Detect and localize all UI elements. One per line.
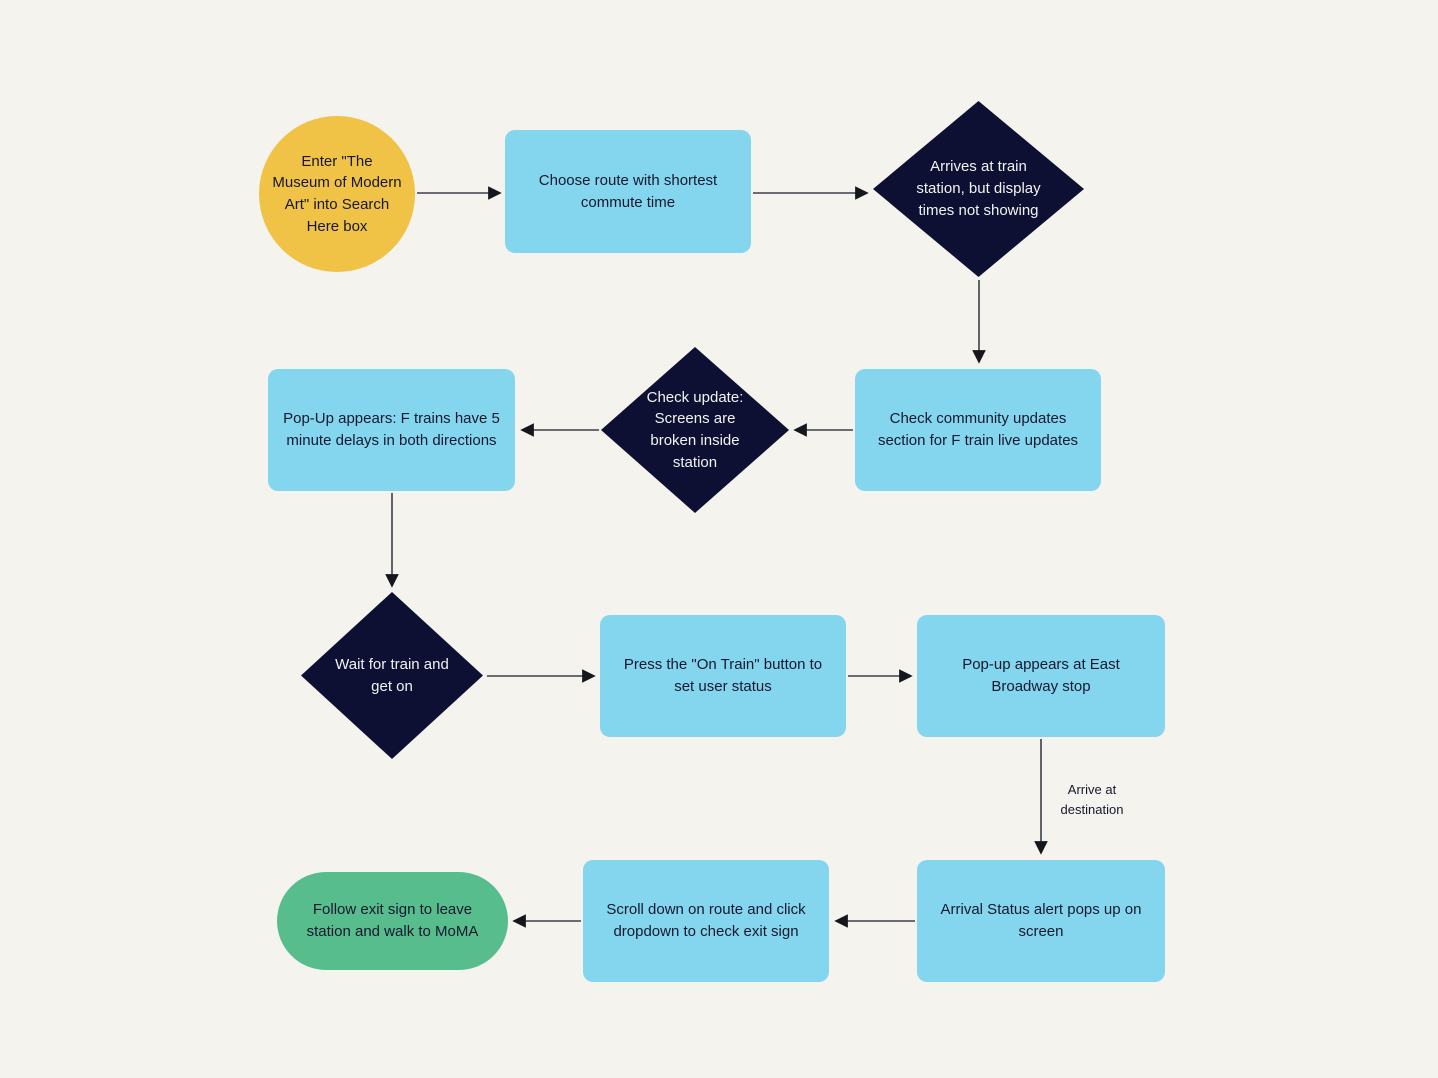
- node-label: Scroll down on route and click dropdown …: [606, 901, 806, 940]
- node-label: Choose route with shortest commute time: [538, 171, 718, 211]
- decision-node-wait-train: Wait for train and get on: [301, 592, 483, 759]
- node-label: Follow exit sign to leave station and wa…: [306, 901, 479, 940]
- process-node-check-community: Check community updates section for F tr…: [855, 369, 1101, 491]
- process-node-arrival-status: Arrival Status alert pops up on screen: [917, 860, 1165, 982]
- node-label: Enter "The Museum of Modern Art" into Se…: [272, 152, 402, 235]
- node-label: Wait for train and get on: [335, 655, 449, 695]
- node-label: Check update: Screens are broken inside …: [646, 388, 744, 471]
- start-node-enter-search: Enter "The Museum of Modern Art" into Se…: [259, 116, 415, 272]
- node-label: Arrival Status alert pops up on screen: [940, 901, 1142, 940]
- process-node-popup-east-broadway: Pop-up appears at East Broadway stop: [917, 615, 1165, 737]
- decision-node-arrives-station: Arrives at train station, but display ti…: [873, 101, 1084, 277]
- edge-label-arrive-destination: Arrive at destination: [1060, 782, 1124, 817]
- node-label: Pop-Up appears: F trains have 5 minute d…: [283, 410, 500, 449]
- end-node-follow-exit: Follow exit sign to leave station and wa…: [277, 872, 508, 970]
- node-label: Arrives at train station, but display ti…: [916, 158, 1041, 219]
- process-node-scroll-dropdown: Scroll down on route and click dropdown …: [583, 860, 829, 982]
- node-label: Pop-up appears at East Broadway stop: [962, 656, 1120, 695]
- process-node-press-on-train: Press the "On Train" button to set user …: [600, 615, 846, 737]
- node-label: Press the "On Train" button to set user …: [623, 656, 823, 695]
- process-node-popup-delays: Pop-Up appears: F trains have 5 minute d…: [268, 369, 515, 491]
- node-label: Check community updates section for F tr…: [877, 410, 1079, 449]
- decision-node-check-update: Check update: Screens are broken inside …: [601, 347, 789, 513]
- process-node-choose-route: Choose route with shortest commute time: [505, 130, 751, 253]
